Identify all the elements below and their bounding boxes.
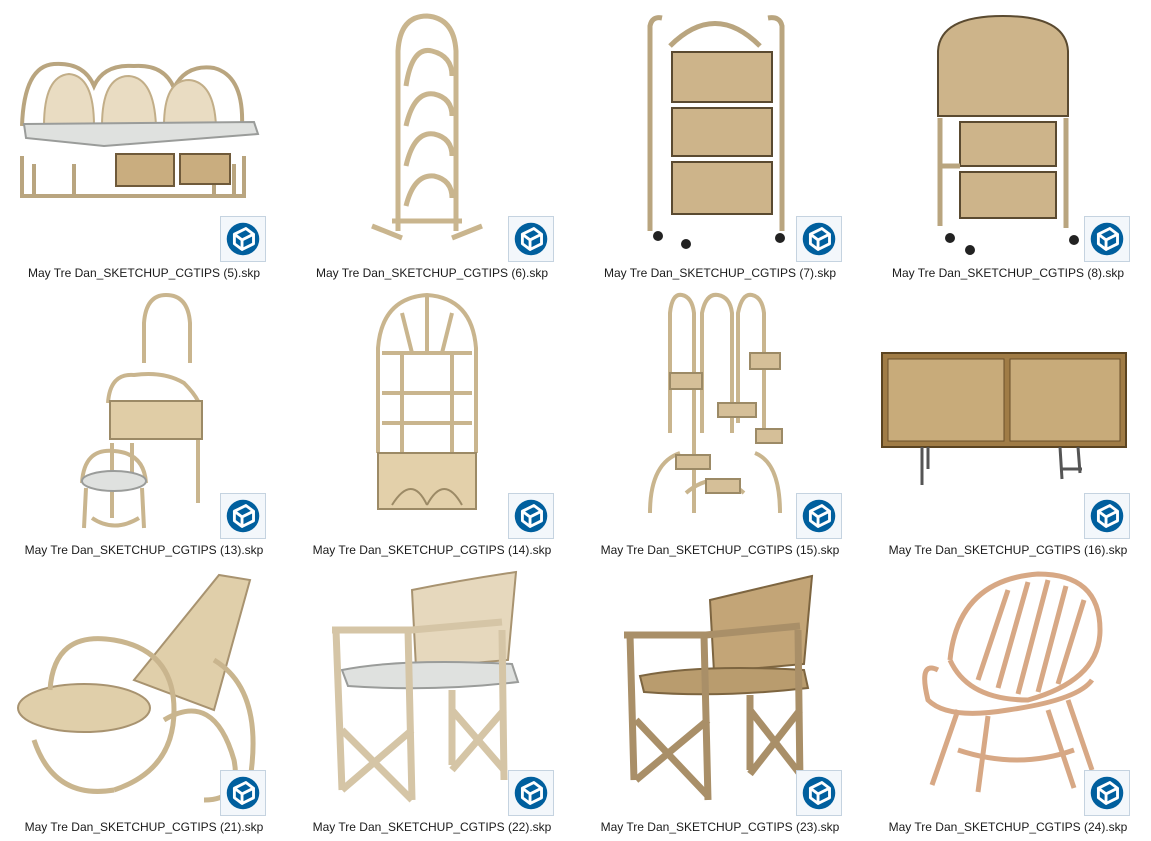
sketchup-icon <box>220 216 266 262</box>
armchair-woven-icon <box>590 560 850 810</box>
shoe-rack-icon <box>302 6 562 256</box>
vanity-table-icon <box>14 283 274 533</box>
file-name: May Tre Dan_SKETCHUP_CGTIPS (5).skp <box>27 266 261 280</box>
sofa-bench-icon <box>14 6 274 256</box>
file-name: May Tre Dan_SKETCHUP_CGTIPS (23).skp <box>600 820 840 834</box>
drawer-cart-icon <box>590 6 850 256</box>
plant-stand-icon <box>590 283 850 533</box>
file-name: May Tre Dan_SKETCHUP_CGTIPS (22).skp <box>312 820 552 834</box>
file-item[interactable]: May Tre Dan_SKETCHUP_CGTIPS (23).skp <box>576 554 864 834</box>
sketchup-icon <box>508 770 554 816</box>
file-name: May Tre Dan_SKETCHUP_CGTIPS (16).skp <box>888 543 1128 557</box>
sketchup-icon <box>220 770 266 816</box>
file-name: May Tre Dan_SKETCHUP_CGTIPS (14).skp <box>312 543 552 557</box>
file-item[interactable]: May Tre Dan_SKETCHUP_CGTIPS (14).skp <box>288 277 576 557</box>
file-item[interactable]: May Tre Dan_SKETCHUP_CGTIPS (13).skp <box>0 277 288 557</box>
file-name: May Tre Dan_SKETCHUP_CGTIPS (13).skp <box>24 543 264 557</box>
file-item[interactable]: May Tre Dan_SKETCHUP_CGTIPS (22).skp <box>288 554 576 834</box>
sketchup-icon <box>796 493 842 539</box>
file-name: May Tre Dan_SKETCHUP_CGTIPS (7).skp <box>603 266 837 280</box>
armchair-cushion-icon <box>302 560 562 810</box>
file-item[interactable]: May Tre Dan_SKETCHUP_CGTIPS (24).skp <box>864 554 1151 834</box>
sketchup-icon <box>220 493 266 539</box>
file-item[interactable]: May Tre Dan_SKETCHUP_CGTIPS (5).skp <box>0 0 288 280</box>
sketchup-icon <box>508 216 554 262</box>
file-name: May Tre Dan_SKETCHUP_CGTIPS (21).skp <box>24 820 264 834</box>
file-name: May Tre Dan_SKETCHUP_CGTIPS (6).skp <box>315 266 549 280</box>
file-item[interactable]: May Tre Dan_SKETCHUP_CGTIPS (7).skp <box>576 0 864 280</box>
file-name: May Tre Dan_SKETCHUP_CGTIPS (8).skp <box>891 266 1125 280</box>
sketchup-icon <box>1084 493 1130 539</box>
file-item[interactable]: May Tre Dan_SKETCHUP_CGTIPS (21).skp <box>0 554 288 834</box>
sketchup-icon <box>508 493 554 539</box>
file-item[interactable]: May Tre Dan_SKETCHUP_CGTIPS (15).skp <box>576 277 864 557</box>
arched-shelf-icon <box>302 283 562 533</box>
file-item[interactable]: May Tre Dan_SKETCHUP_CGTIPS (8).skp <box>864 0 1151 280</box>
file-item[interactable]: May Tre Dan_SKETCHUP_CGTIPS (6).skp <box>288 0 576 280</box>
file-name: May Tre Dan_SKETCHUP_CGTIPS (15).skp <box>600 543 840 557</box>
sketchup-icon <box>1084 216 1130 262</box>
headboard-icon <box>878 283 1138 533</box>
round-chair-icon <box>878 560 1138 810</box>
sketchup-icon <box>796 770 842 816</box>
sketchup-icon <box>796 216 842 262</box>
file-name: May Tre Dan_SKETCHUP_CGTIPS (24).skp <box>888 820 1128 834</box>
rolltop-cabinet-icon <box>878 6 1138 256</box>
sketchup-icon <box>1084 770 1130 816</box>
lounge-chair-icon <box>14 560 274 810</box>
file-item[interactable]: May Tre Dan_SKETCHUP_CGTIPS (16).skp <box>864 277 1151 557</box>
